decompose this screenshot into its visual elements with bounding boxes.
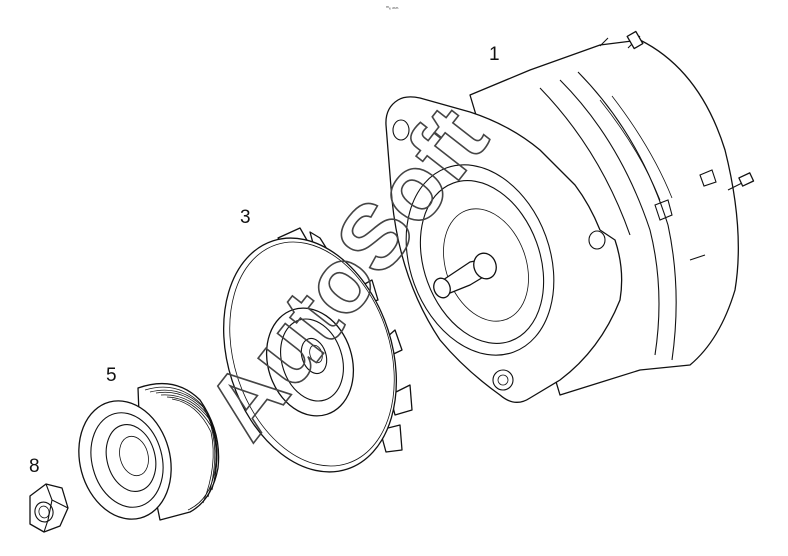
alternator-body xyxy=(385,30,755,403)
header-mark: ᵐ₆ ₘₘ xyxy=(386,5,399,11)
callout-nut: 8 xyxy=(29,456,40,477)
callout-fan: 3 xyxy=(240,207,251,228)
nut xyxy=(29,483,69,533)
callout-pulley: 5 xyxy=(106,365,117,386)
pulley xyxy=(78,382,220,521)
callout-alternator: 1 xyxy=(489,44,500,65)
fan-assembly xyxy=(222,227,413,473)
